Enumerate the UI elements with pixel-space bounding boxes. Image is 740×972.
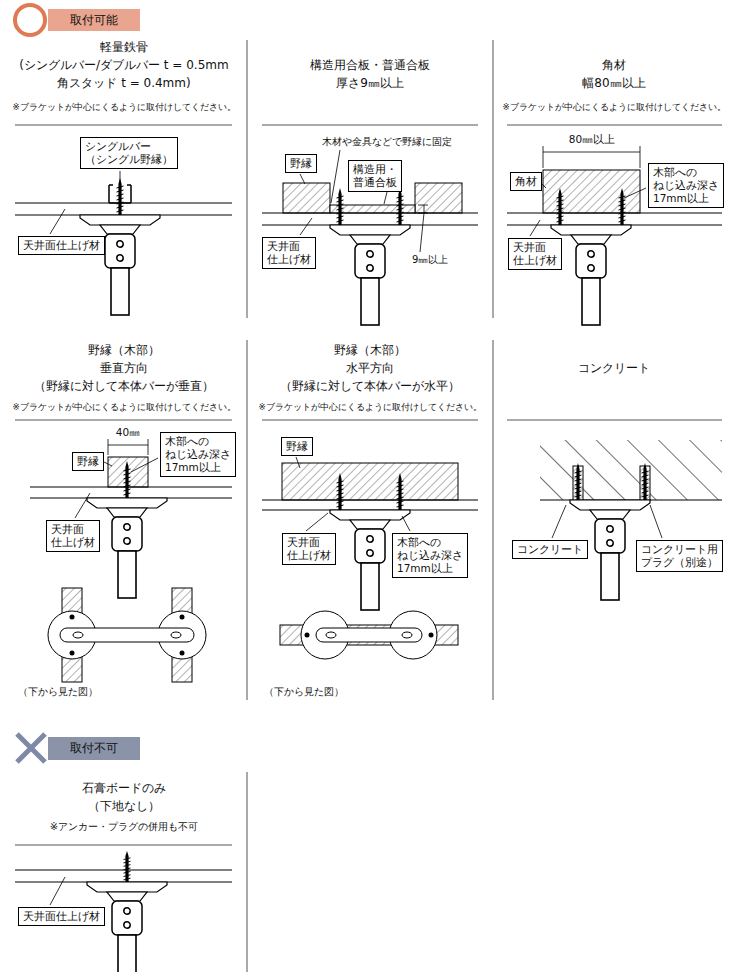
panel-heading: 野縁（木部）: [88, 343, 160, 357]
callout-box: 天井面 仕上げ材: [262, 237, 316, 269]
node-text: 天井面 仕上げ材: [513, 241, 557, 267]
node-text: 野縁: [286, 440, 308, 453]
node-text: 構造用・普通合板: [353, 163, 397, 189]
callout-box: コンクリート: [512, 540, 588, 559]
panel-heading: ※ブラケットが中心にくるように取付けしてください。: [258, 402, 481, 412]
annotation: 9㎜以上: [412, 254, 448, 266]
node-text: 天井面仕上げ材: [23, 910, 100, 923]
callout-box: 角材: [510, 172, 542, 191]
callout-box: 構造用・普通合板: [348, 160, 402, 192]
node-text: 木部への ねじ込み深さ 17mm以上: [397, 536, 463, 575]
node-text: コンクリート用 プラグ（別途）: [641, 543, 718, 569]
callout-box: シングルバー （シングル野縁）: [80, 137, 178, 169]
callout-box: 天井面 仕上げ材: [46, 520, 100, 552]
panel-heading: 石膏ボードのみ: [82, 781, 166, 795]
callout-box: 野縁: [281, 437, 313, 456]
panel-heading: （野縁に対して本体バーが垂直）: [34, 379, 214, 393]
callout-box: 天井面仕上げ材: [18, 907, 105, 926]
annotation: （下から見た図）: [264, 686, 344, 698]
panel-heading: 角スタッド t = 0.4mm): [57, 76, 190, 90]
callout-box: 野縁: [72, 452, 104, 471]
callout-box: 天井面仕上げ材: [18, 236, 105, 255]
node-text: コンクリート: [517, 543, 583, 556]
panel-heading: 角材: [602, 58, 626, 72]
callout-box: 天井面 仕上げ材: [282, 533, 336, 565]
node-text: 野縁: [77, 455, 99, 468]
status-band: 取付可能: [48, 9, 140, 31]
annotation: 木材や金具などで野縁に固定: [322, 136, 452, 148]
panel-heading: （下地なし）: [88, 799, 160, 813]
node-text: 木部への ねじ込み深さ 17mm以上: [165, 435, 231, 474]
node-text: 天井面 仕上げ材: [267, 240, 311, 266]
panel-heading: （野縁に対して本体バーが水平）: [280, 379, 460, 393]
node-text: 取付可能: [70, 12, 118, 29]
panel-heading: 40㎜: [116, 426, 140, 439]
panel-heading: コンクリート: [578, 361, 650, 375]
callout-box: 木部への ねじ込み深さ 17mm以上: [392, 533, 468, 578]
panel-heading: 幅80㎜以上: [582, 76, 645, 90]
panel-heading: ※ブラケットが中心にくるように取付けしてください。: [12, 402, 235, 412]
node-text: 木部への ねじ込み深さ 17mm以上: [653, 166, 719, 205]
panel-heading: (シングルバー/ダブルバー t = 0.5mm: [19, 58, 228, 72]
callout-box: 野縁: [285, 154, 317, 173]
node-text: 角材: [515, 175, 537, 188]
panel-heading: ※ブラケットが中心にくるように取付けしてください。: [12, 102, 235, 112]
panel-heading: ※アンカー・プラグの併用も不可: [50, 821, 198, 833]
node-text: シングルバー （シングル野縁）: [85, 140, 173, 166]
node-text: 野縁: [290, 157, 312, 170]
node-text: 天井面 仕上げ材: [51, 523, 95, 549]
panel-heading: 軽量鉄骨: [100, 40, 148, 54]
panel-heading: 野縁（木部）: [334, 343, 406, 357]
panel-heading: ※ブラケットが中心にくるように取付けしてください。: [502, 102, 725, 112]
node-text: 取付不可: [70, 740, 118, 757]
status-band: 取付不可: [48, 737, 140, 760]
panel-heading: 構造用合板・普通合板: [310, 58, 430, 72]
callout-box: 天井面 仕上げ材: [508, 238, 562, 270]
annotation: （下から見た図）: [18, 686, 98, 698]
panel-heading: 垂直方向: [100, 361, 148, 375]
panel-heading: 厚さ9㎜以上: [336, 76, 404, 90]
callout-box: 木部への ねじ込み深さ 17mm以上: [648, 163, 724, 208]
callout-box: コンクリート用 プラグ（別途）: [636, 540, 723, 572]
node-text: 天井面 仕上げ材: [287, 536, 331, 562]
node-text: 天井面仕上げ材: [23, 239, 100, 252]
callout-box: 木部への ねじ込み深さ 17mm以上: [160, 432, 236, 477]
panel-heading: 80㎜以上: [569, 133, 615, 146]
panel-heading: 水平方向: [346, 361, 394, 375]
